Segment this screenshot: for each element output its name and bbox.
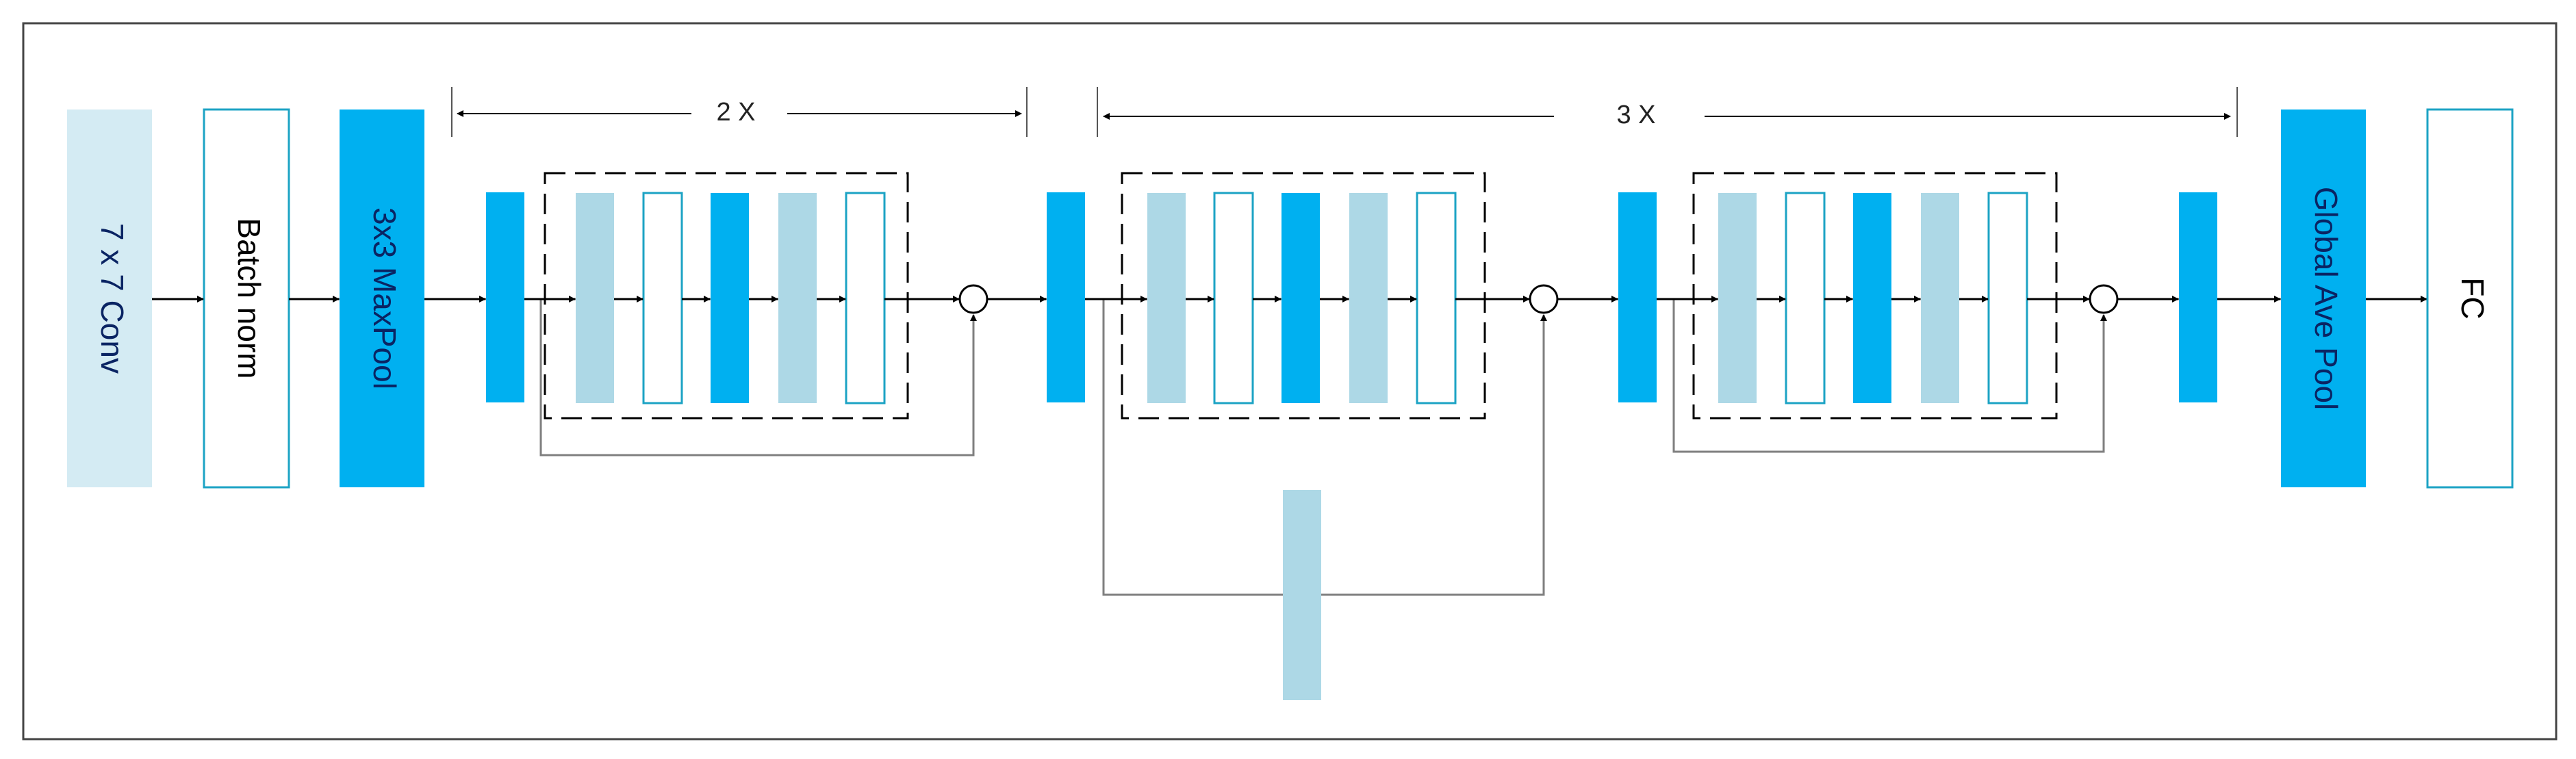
- stage2-layer-2: [1213, 192, 1254, 404]
- stage2-layer-1: [1147, 193, 1186, 403]
- stage3-layer-4: [1921, 193, 1959, 403]
- stage2-skip-path: [1102, 299, 1547, 596]
- stage3-layer-3: [1853, 193, 1891, 403]
- stage1-layer-3: [711, 193, 749, 403]
- maxpool-block: [340, 110, 424, 487]
- fc-block: [2426, 108, 2514, 489]
- global-pool-block: [2281, 110, 2366, 487]
- stage3-add-node: [2089, 284, 2119, 314]
- stage3-residual-box: [1692, 172, 2058, 420]
- stage2-add-node: [1529, 284, 1559, 314]
- stage-2: [1047, 172, 1618, 700]
- stage1-skip-path: [539, 299, 977, 456]
- stage2-projection-block: [1283, 490, 1321, 700]
- repeat2-label: 3 X: [1616, 101, 1655, 129]
- stage2-residual-box: [1121, 172, 1486, 420]
- stage1-residual-box: [544, 172, 909, 420]
- batch-norm-block: [203, 108, 290, 489]
- stage1-entry-block: [486, 192, 524, 402]
- stage2-layer-5: [1416, 192, 1457, 404]
- final-conv-block: [2179, 192, 2217, 402]
- stage1-layer-4: [778, 193, 817, 403]
- stage2-layer-4: [1349, 193, 1388, 403]
- stage3-layer-1: [1718, 193, 1757, 403]
- global-pool-label: Global Ave Pool: [2308, 187, 2344, 411]
- stage1-layer-1: [576, 193, 614, 403]
- stage-3: [1618, 172, 2179, 453]
- stage2-entry-block: [1047, 192, 1085, 402]
- conv-label: 7 x 7 Conv: [94, 223, 130, 374]
- stage3-entry-block: [1618, 192, 1657, 402]
- batch-norm-label: Batch norm: [231, 218, 267, 378]
- repeat1-label: 2 X: [716, 98, 755, 127]
- stage1-layer-5: [845, 192, 886, 404]
- stage1-add-node: [958, 284, 989, 314]
- stage1-layer-2: [642, 192, 683, 404]
- stage3-skip-path: [1672, 299, 2107, 453]
- stage3-layer-2: [1785, 192, 1826, 404]
- stage-1: [486, 172, 1047, 456]
- stage2-layer-3: [1281, 193, 1320, 403]
- fc-label: FC: [2455, 277, 2490, 319]
- maxpool-label: 3x3 MaxPool: [367, 207, 403, 389]
- stage3-layer-5: [1987, 192, 2028, 404]
- conv-block: [67, 110, 152, 487]
